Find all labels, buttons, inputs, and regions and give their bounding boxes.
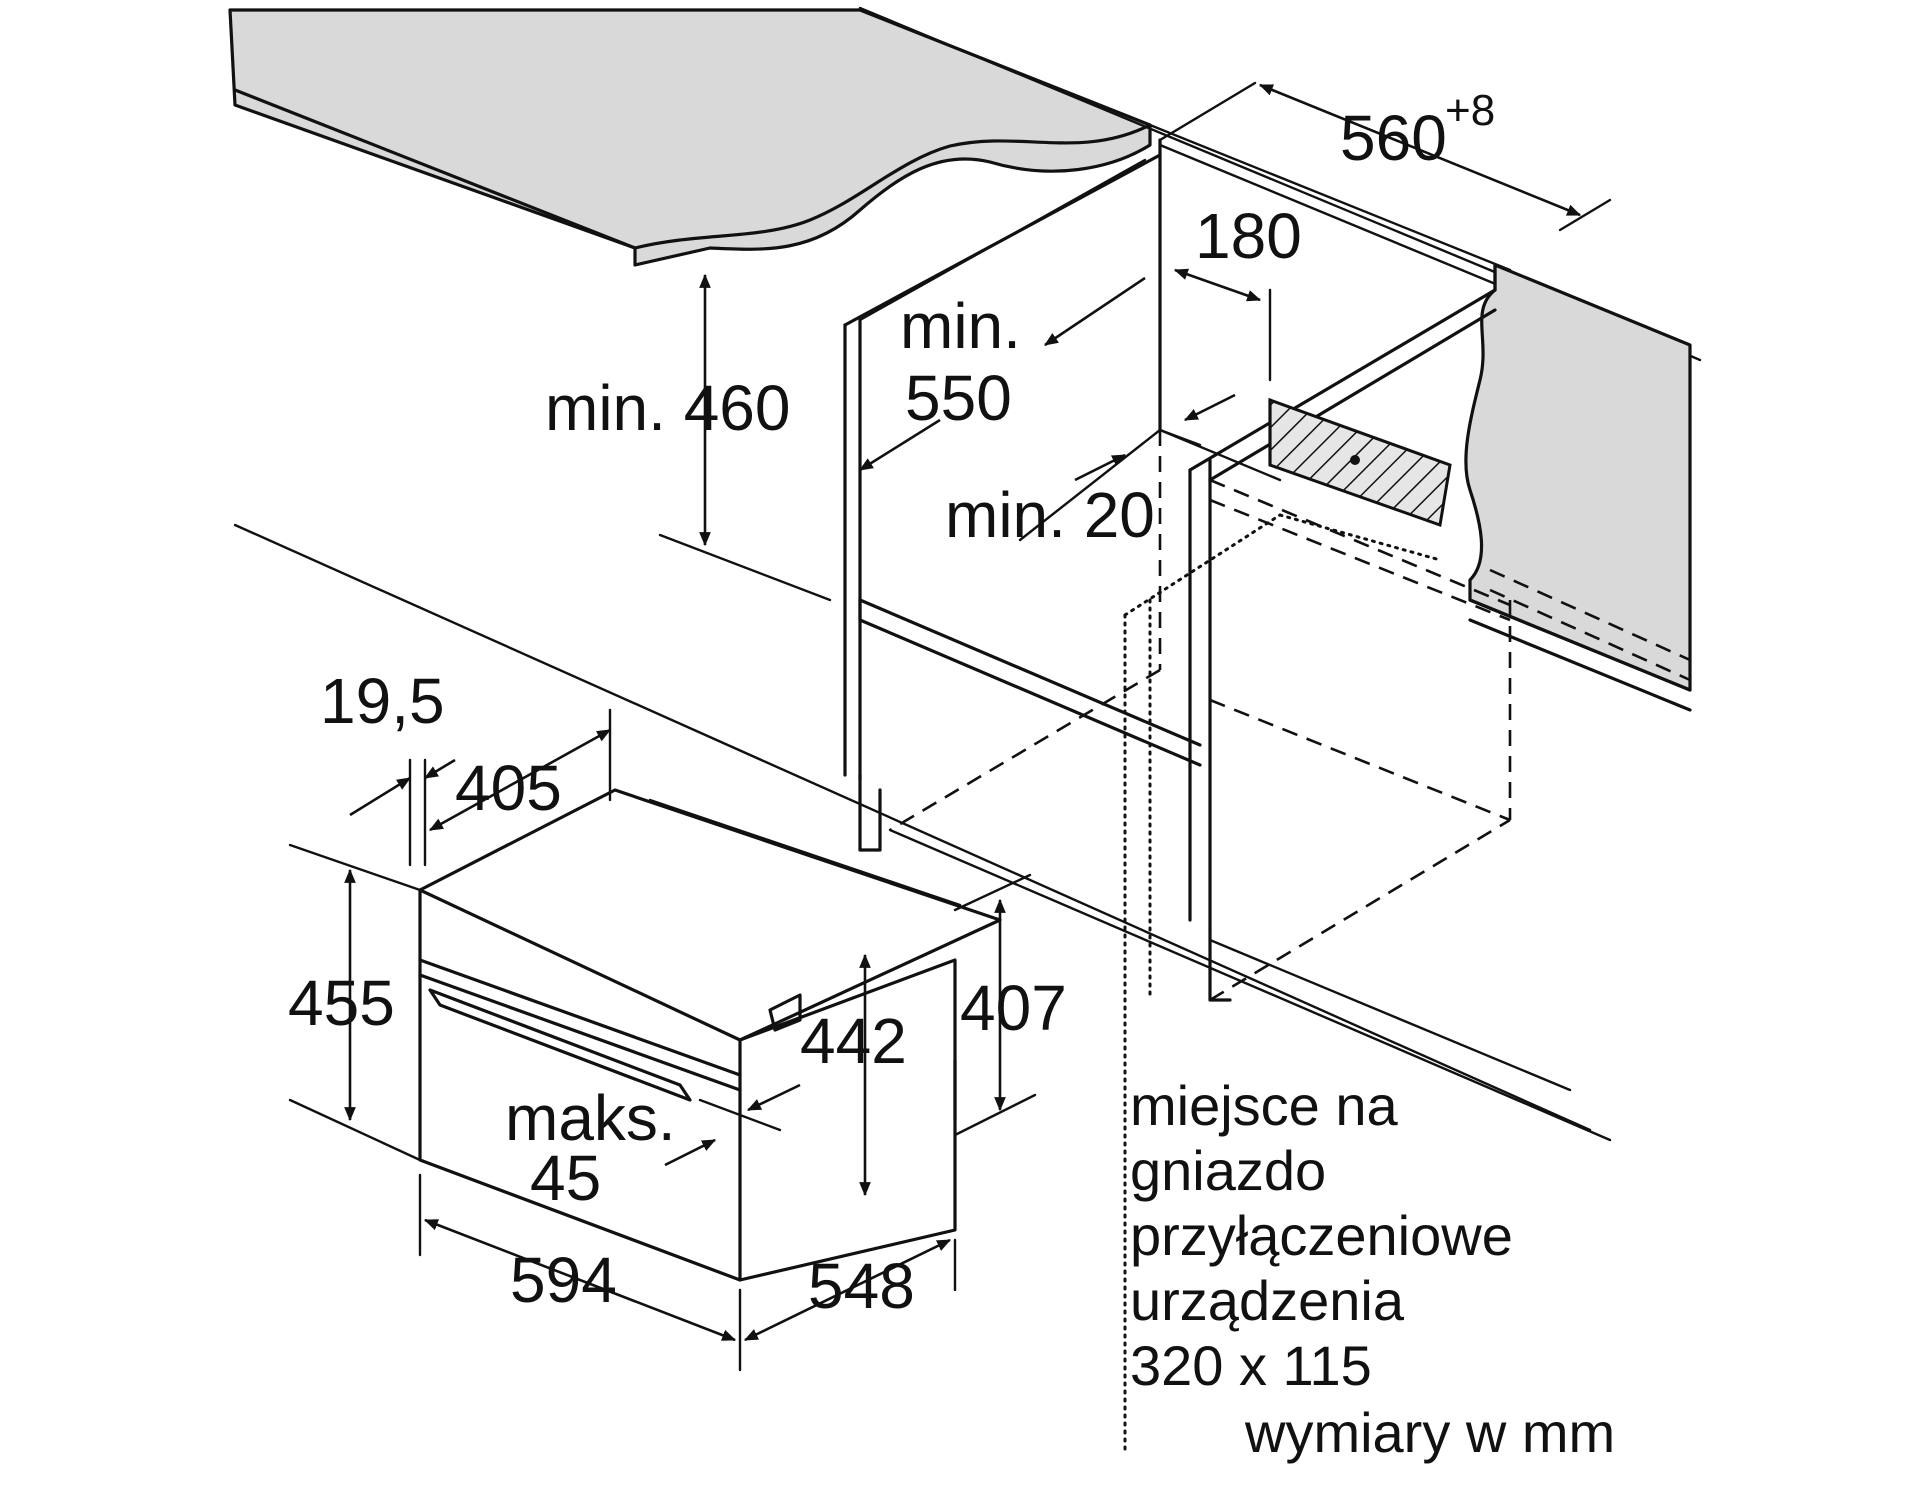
dim-total-height: 455 <box>288 967 395 1039</box>
dim-depth: 548 <box>808 1250 915 1322</box>
dim-width: 594 <box>510 1244 617 1316</box>
dimension-lines <box>288 81 1612 1372</box>
socket-note: miejsce na gniazdo przyłączeniowe urządz… <box>1130 1074 1513 1397</box>
socket-note-line-4: urządzenia <box>1130 1269 1405 1332</box>
socket-note-line-5: 320 x 115 <box>1130 1334 1372 1397</box>
dim-inner-height: 442 <box>800 1005 907 1077</box>
oven <box>418 788 1002 1282</box>
dim-rear-gap: 180 <box>1195 200 1302 272</box>
dim-top-depth: 405 <box>455 752 562 824</box>
dim-min-height: min. 460 <box>545 372 790 444</box>
dim-body-height: 407 <box>960 972 1067 1044</box>
dim-niche-tolerance: +8 <box>1445 86 1495 135</box>
dim-min-clearance: min. 20 <box>945 479 1155 551</box>
socket-note-line-3: przyłączeniowe <box>1130 1204 1513 1267</box>
dimension-labels: 560 +8 180 min. 550 min. 460 min. 20 19,… <box>288 86 1495 1322</box>
hidden-edges <box>889 430 1691 1002</box>
socket-zone-outline <box>1123 513 1442 1452</box>
dim-max-label-2: 45 <box>530 1142 601 1214</box>
right-countertop <box>1464 263 1692 712</box>
dim-niche-width: 560 <box>1340 102 1447 174</box>
socket-note-line-2: gniazdo <box>1130 1139 1326 1202</box>
socket-area <box>1268 397 1452 528</box>
socket-note-line-1: miejsce na <box>1130 1074 1399 1137</box>
cabinet-frame <box>233 138 1612 1142</box>
units-note: wymiary w mm <box>1244 1401 1615 1464</box>
dim-max-label-1: maks. <box>505 1082 676 1154</box>
dim-min-depth-2: 550 <box>905 362 1012 434</box>
dim-min-depth-1: min. <box>900 290 1021 362</box>
dim-front-offset: 19,5 <box>320 665 445 737</box>
upper-countertop <box>228 8 1152 267</box>
